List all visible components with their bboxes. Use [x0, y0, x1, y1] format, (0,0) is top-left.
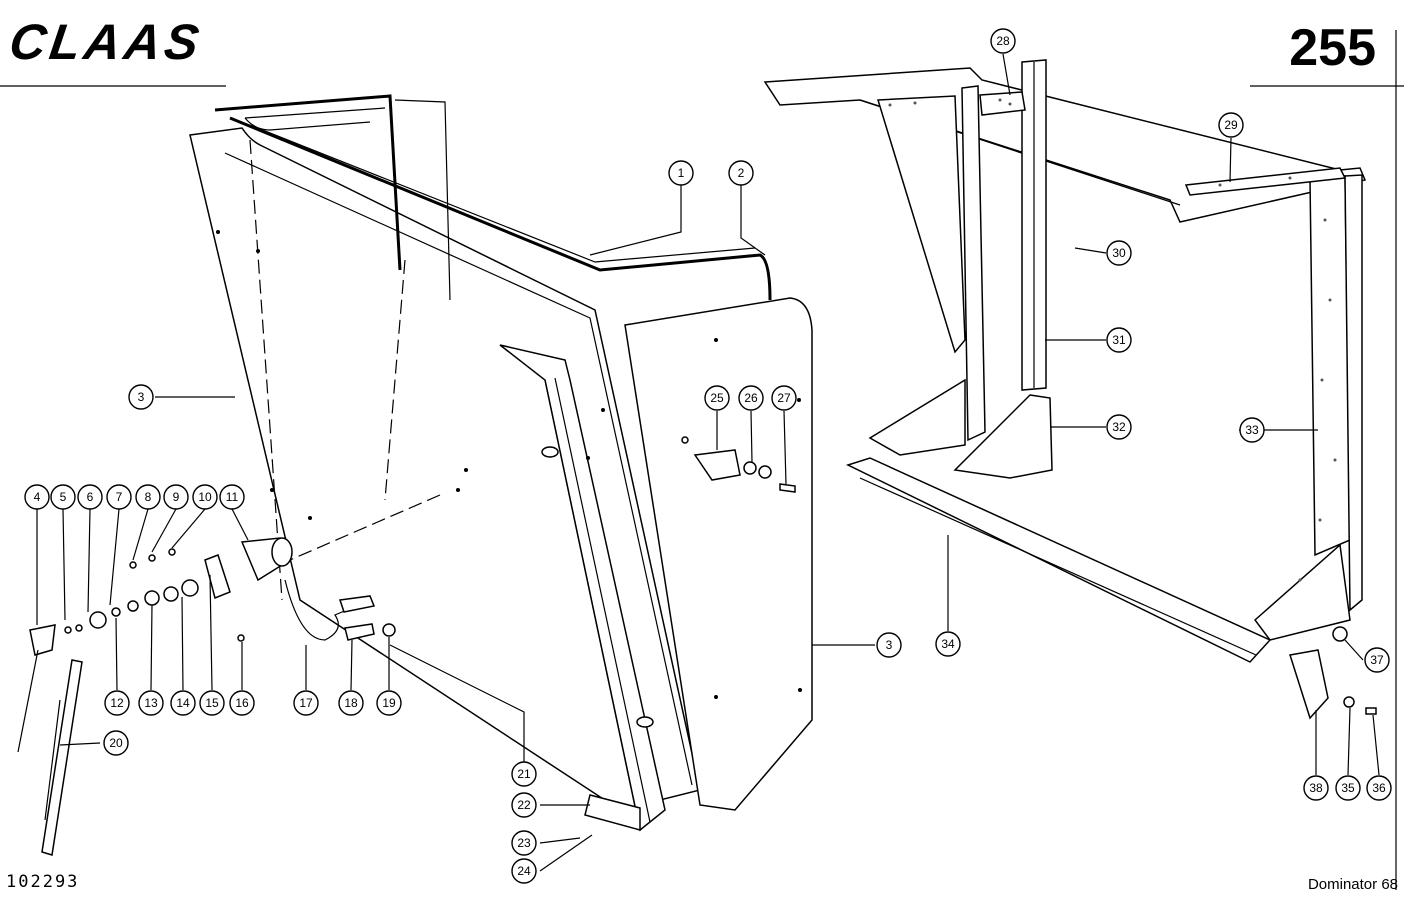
- callout-10[interactable]: 10: [192, 484, 218, 510]
- svg-text:3: 3: [138, 390, 145, 404]
- wiper-motor-assembly: [29, 537, 396, 656]
- callout-23[interactable]: 23: [511, 830, 537, 856]
- callout-29[interactable]: 29: [1218, 112, 1244, 138]
- svg-text:20: 20: [109, 736, 123, 750]
- callout-26[interactable]: 26: [738, 385, 764, 411]
- svg-text:25: 25: [710, 391, 724, 405]
- callouts: 1 2 3 3 4 5 6 7 8 9 10 11 12 13 14 15 16…: [24, 28, 1392, 884]
- callout-9[interactable]: 9: [163, 484, 189, 510]
- callout-24[interactable]: 24: [511, 858, 537, 884]
- svg-text:36: 36: [1372, 781, 1386, 795]
- svg-text:29: 29: [1224, 118, 1238, 132]
- svg-text:12: 12: [110, 696, 124, 710]
- pane-holes: [216, 230, 802, 699]
- svg-text:22: 22: [517, 798, 531, 812]
- callout-17[interactable]: 17: [293, 690, 319, 716]
- seal-texture: [888, 98, 1337, 582]
- callout-2[interactable]: 2: [728, 160, 754, 186]
- svg-text:13: 13: [144, 696, 158, 710]
- svg-text:32: 32: [1112, 420, 1126, 434]
- windscreen-right-pane: [624, 297, 813, 811]
- svg-text:3: 3: [886, 638, 893, 652]
- svg-text:27: 27: [777, 391, 791, 405]
- callout-27[interactable]: 27: [771, 385, 797, 411]
- callout-11[interactable]: 11: [219, 484, 245, 510]
- callout-3-left[interactable]: 3: [128, 384, 154, 410]
- callout-7[interactable]: 7: [106, 484, 132, 510]
- callout-15[interactable]: 15: [199, 690, 225, 716]
- svg-text:31: 31: [1112, 333, 1126, 347]
- svg-text:11: 11: [226, 490, 239, 504]
- assembly-line-2: [249, 139, 283, 601]
- svg-text:16: 16: [235, 696, 249, 710]
- leader-lines: [36, 53, 1380, 872]
- callout-38[interactable]: 38: [1303, 775, 1329, 801]
- callout-19[interactable]: 19: [376, 690, 402, 716]
- assembly-line-4: [289, 494, 441, 561]
- assembly-line-1: [384, 259, 406, 501]
- svg-text:8: 8: [145, 490, 152, 504]
- callout-6[interactable]: 6: [77, 484, 103, 510]
- wiper-blade: [17, 649, 83, 856]
- callout-34[interactable]: 34: [935, 631, 961, 657]
- svg-text:30: 30: [1112, 246, 1126, 260]
- svg-text:21: 21: [517, 767, 531, 781]
- callout-22[interactable]: 22: [511, 792, 537, 818]
- callout-18[interactable]: 18: [338, 690, 364, 716]
- svg-text:7: 7: [116, 490, 123, 504]
- svg-text:10: 10: [198, 490, 212, 504]
- callout-37[interactable]: 37: [1364, 647, 1390, 673]
- callout-21[interactable]: 21: [511, 761, 537, 787]
- svg-text:38: 38: [1309, 781, 1323, 795]
- cab-frame: [763, 59, 1377, 720]
- svg-text:33: 33: [1245, 423, 1259, 437]
- callout-3-right[interactable]: 3: [876, 632, 902, 658]
- support-bar: [499, 344, 666, 832]
- callout-14[interactable]: 14: [170, 690, 196, 716]
- svg-text:6: 6: [87, 490, 94, 504]
- callout-33[interactable]: 33: [1239, 417, 1265, 443]
- callout-1[interactable]: 1: [668, 160, 694, 186]
- svg-text:14: 14: [176, 696, 190, 710]
- svg-text:26: 26: [744, 391, 758, 405]
- model-name: Dominator 68: [1307, 876, 1398, 893]
- callout-4[interactable]: 4: [24, 484, 50, 510]
- hinge-assembly: [681, 436, 796, 493]
- svg-text:35: 35: [1341, 781, 1355, 795]
- callout-32[interactable]: 32: [1106, 414, 1132, 440]
- svg-text:28: 28: [996, 34, 1010, 48]
- svg-text:5: 5: [60, 490, 67, 504]
- callout-28[interactable]: 28: [990, 28, 1016, 54]
- svg-text:34: 34: [941, 637, 955, 651]
- svg-text:19: 19: [382, 696, 396, 710]
- callout-30[interactable]: 30: [1106, 240, 1132, 266]
- svg-text:4: 4: [34, 490, 41, 504]
- drawing-number: 102293: [6, 872, 80, 892]
- svg-text:9: 9: [173, 490, 180, 504]
- callout-20[interactable]: 20: [103, 730, 129, 756]
- svg-text:15: 15: [205, 696, 219, 710]
- callout-31[interactable]: 31: [1106, 327, 1132, 353]
- window-seal: [214, 94, 772, 301]
- svg-text:24: 24: [517, 864, 531, 878]
- callout-5[interactable]: 5: [50, 484, 76, 510]
- callout-35[interactable]: 35: [1335, 775, 1361, 801]
- callout-36[interactable]: 36: [1366, 775, 1392, 801]
- svg-text:2: 2: [738, 166, 745, 180]
- svg-text:18: 18: [344, 696, 358, 710]
- svg-text:23: 23: [517, 836, 531, 850]
- callout-12[interactable]: 12: [104, 690, 130, 716]
- svg-text:17: 17: [299, 696, 313, 710]
- callout-16[interactable]: 16: [229, 690, 255, 716]
- callout-8[interactable]: 8: [135, 484, 161, 510]
- page-number: 255: [1289, 19, 1376, 77]
- windscreen-left-pane: [189, 127, 701, 811]
- svg-text:37: 37: [1370, 653, 1384, 667]
- svg-text:1: 1: [678, 166, 685, 180]
- callout-13[interactable]: 13: [138, 690, 164, 716]
- callout-25[interactable]: 25: [704, 385, 730, 411]
